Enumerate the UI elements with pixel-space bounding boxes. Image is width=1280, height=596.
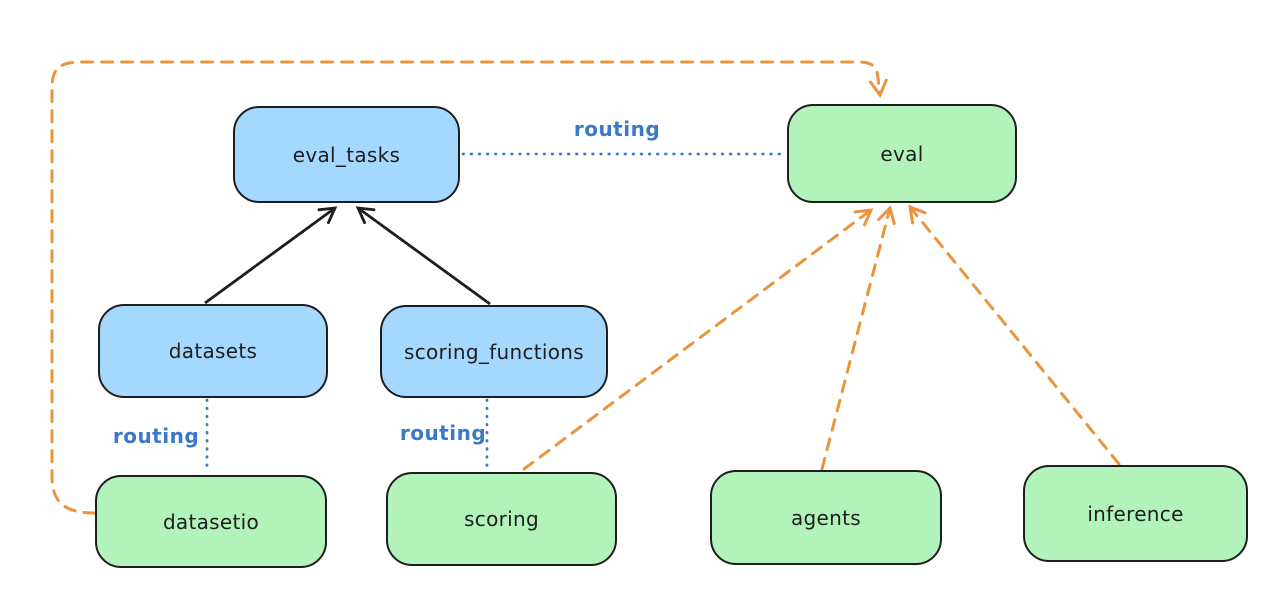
node-label: inference — [1087, 501, 1184, 526]
node-label: agents — [791, 505, 861, 530]
edge-scoring_functions-to-eval_tasks — [355, 206, 491, 306]
edge-agents-to-eval — [820, 205, 896, 471]
node-agents: agents — [710, 470, 942, 565]
node-label: scoring — [464, 507, 539, 531]
node-label: eval — [880, 141, 924, 166]
node-label: datasetio — [162, 509, 260, 534]
node-datasets: datasets — [98, 304, 328, 398]
node-inference: inference — [1023, 465, 1248, 562]
routing-label-scoring_functions-scoring: routing — [399, 421, 487, 445]
edge-scoring-to-eval — [522, 208, 874, 471]
node-eval: eval — [787, 104, 1017, 203]
node-scoring: scoring — [386, 472, 617, 566]
node-datasetio: datasetio — [95, 475, 327, 568]
edge-datasets-to-eval_tasks — [204, 206, 338, 305]
node-label: datasets — [168, 339, 258, 363]
edge-inference-to-eval — [908, 204, 1121, 466]
routing-label-eval_tasks-eval: routing — [573, 117, 661, 141]
node-label: eval_tasks — [292, 142, 401, 167]
node-eval_tasks: eval_tasks — [233, 106, 460, 203]
node-label: scoring_functions — [403, 339, 585, 364]
routing-label-datasets-datasetio: routing — [112, 424, 200, 448]
node-scoring_functions: scoring_functions — [380, 305, 608, 398]
